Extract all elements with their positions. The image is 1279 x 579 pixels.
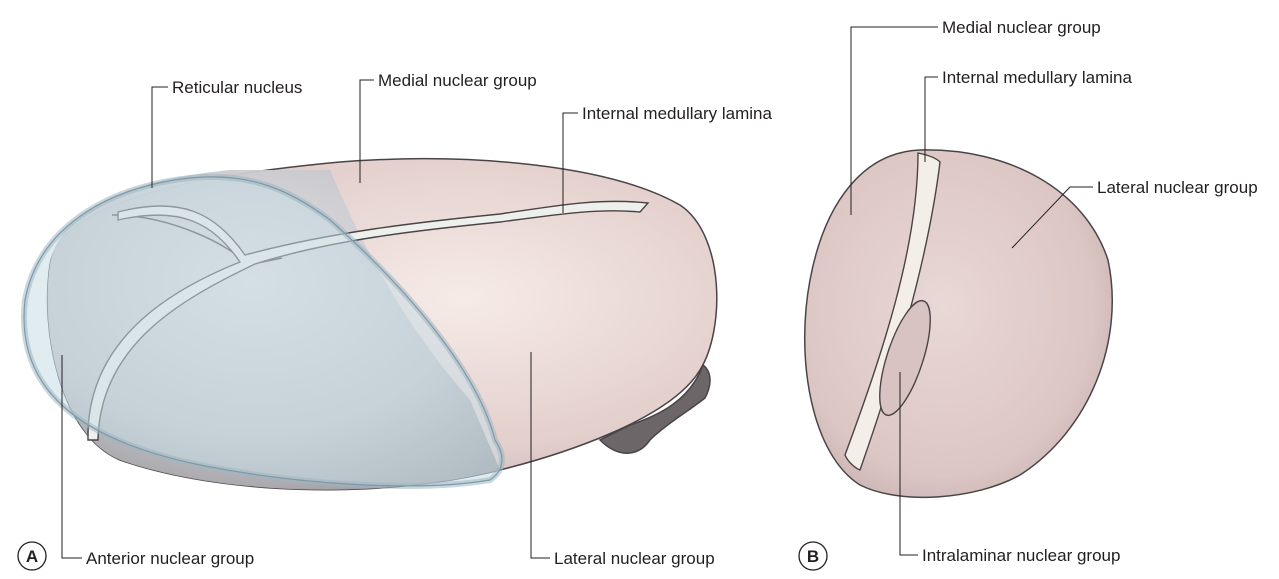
reticular-nucleus-edge bbox=[23, 176, 503, 487]
label-lateral-nuclear-group-b: Lateral nuclear group bbox=[1097, 178, 1258, 197]
leader-internal-medullary-lamina-b bbox=[924, 76, 938, 162]
posterior-bumps bbox=[598, 363, 711, 454]
leader-lateral-nuclear-group-b bbox=[1011, 186, 1093, 249]
panel-b-badge: B bbox=[798, 541, 828, 571]
internal-medullary-lamina-b bbox=[844, 152, 941, 471]
intralaminar-nucleus bbox=[879, 299, 931, 417]
leader-anterior-nuclear-group bbox=[61, 355, 82, 559]
leader-lateral-nuclear-group-a bbox=[530, 352, 550, 559]
leader-internal-medullary-lamina-a bbox=[562, 112, 578, 213]
panel-a-leaders bbox=[61, 79, 578, 559]
panel-b-badge-circle bbox=[798, 541, 828, 571]
panel-b-badge-letter: B bbox=[807, 547, 819, 566]
panel-b-illustration bbox=[803, 149, 1113, 499]
label-reticular-nucleus: Reticular nucleus bbox=[172, 78, 302, 97]
label-medial-nuclear-group-a: Medial nuclear group bbox=[378, 71, 537, 90]
label-internal-medullary-lamina-a: Internal medullary lamina bbox=[582, 104, 772, 123]
leader-medial-nuclear-group-a bbox=[359, 79, 374, 183]
panel-a-badge-letter: A bbox=[26, 547, 38, 566]
leader-reticular-nucleus bbox=[151, 86, 168, 188]
panel-b-labels: Medial nuclear group Internal medullary … bbox=[922, 18, 1258, 565]
label-medial-nuclear-group-b: Medial nuclear group bbox=[942, 18, 1101, 37]
label-intralaminar-nuclear-group: Intralaminar nuclear group bbox=[922, 546, 1120, 565]
panel-b-leaders bbox=[850, 26, 1093, 556]
panel-a-badge-circle bbox=[17, 541, 47, 571]
panel-a-illustration bbox=[21, 158, 718, 491]
leader-medial-nuclear-group-b bbox=[850, 26, 938, 215]
label-lateral-nuclear-group-a: Lateral nuclear group bbox=[554, 549, 715, 568]
label-anterior-nuclear-group: Anterior nuclear group bbox=[86, 549, 254, 568]
panel-a-badge: A bbox=[17, 541, 47, 571]
leader-intralaminar-nuclear-group bbox=[899, 372, 918, 556]
panel-a-labels: Reticular nucleus Medial nuclear group I… bbox=[86, 71, 772, 568]
label-internal-medullary-lamina-b: Internal medullary lamina bbox=[942, 68, 1132, 87]
